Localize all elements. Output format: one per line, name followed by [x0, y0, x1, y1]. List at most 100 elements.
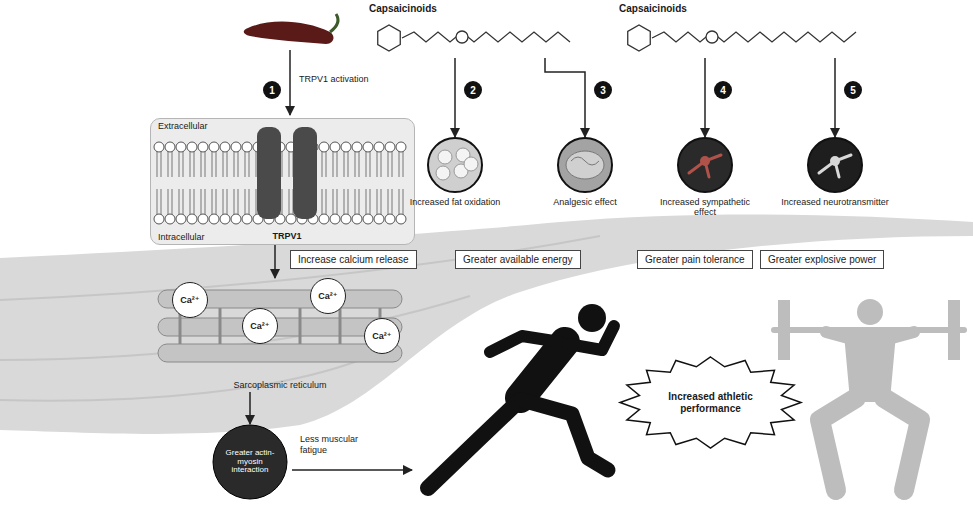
outcome-box: Greater explosive power — [760, 250, 884, 269]
lipid-head — [176, 142, 186, 152]
brain-fold — [571, 157, 599, 165]
lipid-head — [242, 142, 252, 152]
fat-cell — [436, 166, 450, 180]
lifter-head — [857, 299, 883, 325]
node-label: Ca²⁺ — [318, 291, 337, 301]
lipid-head — [209, 142, 219, 152]
flow-arrow — [274, 245, 276, 278]
lipid-head — [220, 142, 230, 152]
lipid-head — [231, 214, 241, 224]
effect-circle: Analgesic effect — [530, 137, 640, 207]
channel-subunit — [293, 127, 317, 219]
lipid-head — [341, 214, 351, 224]
lipid-head — [385, 214, 395, 224]
lipid-head — [209, 214, 219, 224]
barbell-plate — [948, 300, 960, 360]
lipid-head — [165, 214, 175, 224]
lipid-head — [374, 214, 384, 224]
lipid-head — [231, 142, 241, 152]
result-circle: Greater actin-myosin interaction — [212, 424, 288, 500]
ion-circle: Ca²⁺ — [364, 318, 400, 354]
lipid-head — [352, 142, 362, 152]
flow-arrow — [834, 58, 836, 137]
lipid-head — [330, 142, 340, 152]
flow-arrow — [454, 58, 456, 137]
annotation: Less muscular fatigue — [300, 434, 372, 456]
reticulum-tube — [158, 344, 402, 362]
runner-leg — [428, 400, 520, 488]
fat-cell — [464, 157, 478, 171]
neuron-shape — [689, 155, 721, 177]
callout-number: 4 — [714, 81, 732, 99]
reticulum-panel: Sarcoplasmic reticulumCa²⁺Ca²⁺Ca²⁺Ca²⁺ — [150, 278, 410, 392]
lipid-head — [187, 142, 197, 152]
lipid-head — [341, 142, 351, 152]
lipid-head — [330, 214, 340, 224]
node-label: Increased sympathetic effect — [650, 197, 760, 218]
effect-circle: Increased neurotransmitter — [780, 137, 890, 207]
node-shape — [400, 137, 510, 193]
node-shape — [780, 137, 890, 193]
barbell-plate — [778, 300, 790, 360]
node-shape — [249, 123, 325, 241]
activation-arrow — [289, 50, 291, 115]
outcome-box: Greater pain tolerance — [637, 250, 753, 269]
node-label: Analgesic effect — [530, 197, 640, 207]
lipid-head — [319, 142, 329, 152]
lipid-head — [187, 214, 197, 224]
node-label: Increased fat oxidation — [400, 197, 510, 207]
neuron-body — [830, 156, 840, 166]
lipid-head — [198, 142, 208, 152]
ion-circle: Ca²⁺ — [242, 308, 278, 344]
flow-arrow — [704, 58, 706, 137]
node-label: Ca²⁺ — [180, 295, 199, 305]
runner-silhouette — [428, 304, 614, 488]
brain-shape — [566, 151, 604, 179]
molecule-group: Capsaicinoids — [365, 2, 575, 58]
node-label: Extracellular — [158, 121, 407, 131]
node-label: Greater explosive power — [768, 254, 876, 265]
node-label: Increased athletic performance — [661, 391, 761, 414]
runner-torso — [520, 342, 565, 398]
callout-number: 2 — [464, 81, 482, 99]
outcome-box: Greater available energy — [455, 250, 581, 269]
lipid-head — [286, 214, 296, 224]
node-label: Greater actin-myosin interaction — [220, 449, 280, 476]
carbon-chain — [652, 32, 856, 42]
neuron-shape — [819, 155, 851, 177]
effect-circle: Increased sympathetic effect — [650, 137, 760, 218]
pepper-stem — [330, 14, 338, 32]
lipid-head — [385, 142, 395, 152]
fatigue-arrow — [292, 469, 412, 471]
lipid-head — [242, 214, 252, 224]
channel-subunit — [257, 127, 281, 219]
lipid-head — [176, 214, 186, 224]
carbon-chain — [402, 32, 570, 42]
atom-ring — [456, 31, 468, 43]
node-label: Ca²⁺ — [372, 331, 391, 341]
lipid-head — [198, 214, 208, 224]
callout-number: 1 — [263, 81, 281, 99]
atom-ring — [706, 31, 718, 43]
burst-star: Increased athletic performance — [618, 355, 803, 450]
weightlifter-silhouette — [774, 299, 964, 490]
effect-disc — [558, 138, 612, 192]
effect-circle: Increased fat oxidation — [400, 137, 510, 207]
lipid-head — [363, 142, 373, 152]
lipid-head — [154, 142, 164, 152]
node-shape — [151, 119, 416, 246]
flow-arrow — [545, 58, 585, 137]
muscle-fiber — [0, 360, 360, 401]
star-outline — [620, 357, 801, 448]
runner-arm — [490, 336, 560, 352]
node-label: Increased neurotransmitter — [780, 197, 890, 207]
node-shape — [650, 137, 760, 193]
lipid-head — [374, 142, 384, 152]
reticulum-link — [219, 308, 222, 344]
lipid-head — [396, 142, 406, 152]
node-label: TRPV1 — [270, 231, 303, 241]
fat-cell — [438, 150, 452, 164]
lipid-head — [165, 142, 175, 152]
molecule-group: Capsaicinoids — [615, 2, 860, 58]
node-label: Greater available energy — [463, 254, 573, 265]
